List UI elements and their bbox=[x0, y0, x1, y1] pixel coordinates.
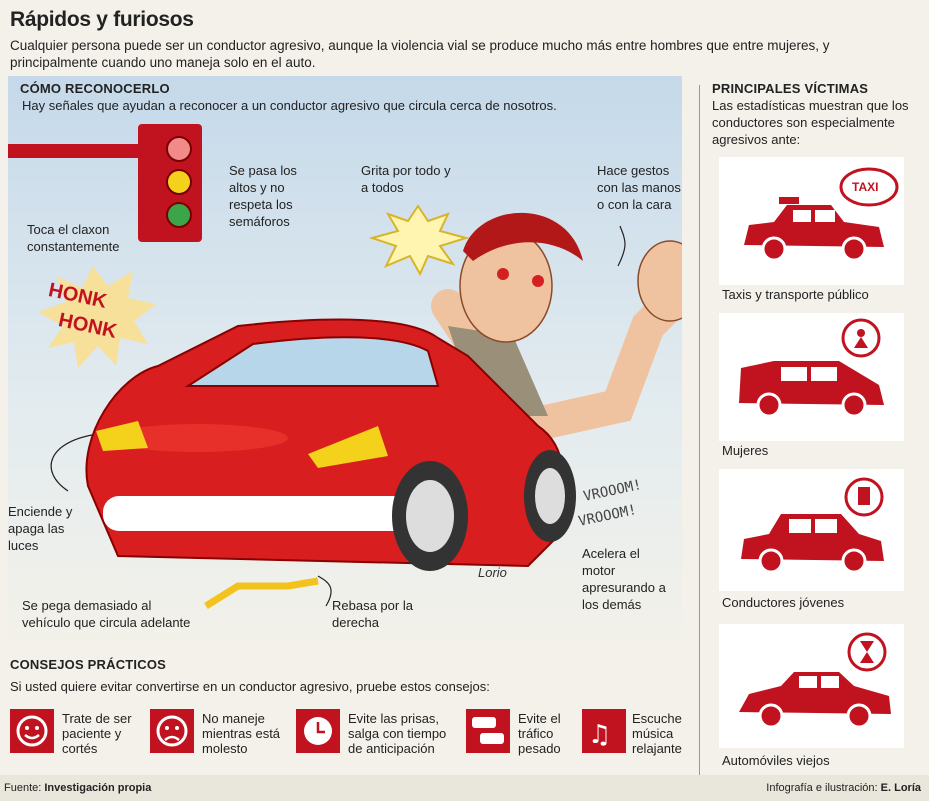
page-title: Rápidos y furiosos bbox=[10, 8, 194, 31]
footer-source: Fuente: Investigación propia bbox=[4, 782, 151, 794]
lane-arrow-shape bbox=[204, 577, 319, 609]
page-subtitle: Cualquier persona puede ser un conductor… bbox=[10, 38, 830, 70]
section-heading-recognize: CÓMO RECONOCERLO bbox=[20, 81, 170, 96]
sign-semaforos: Se pasa los altos y no respeta los semáf… bbox=[229, 163, 297, 229]
source-value: Investigación propia bbox=[44, 782, 152, 794]
tip-text: Evite el tráfico pesado bbox=[518, 711, 561, 756]
sign-acelera: Acelera el motor apresurando a los demás bbox=[582, 546, 666, 612]
column-divider bbox=[699, 85, 700, 775]
red-car bbox=[85, 318, 576, 571]
victim-label: Mujeres bbox=[722, 443, 769, 458]
honk-burst-shape bbox=[38, 266, 156, 368]
traffic-light-icon bbox=[8, 124, 202, 242]
smile-face-icon bbox=[10, 709, 54, 753]
victim-card-young bbox=[719, 469, 904, 591]
sign-rebasa: Rebasa por la derecha bbox=[332, 598, 413, 630]
tip-text: No maneje mientras está molesto bbox=[202, 711, 281, 756]
taxi-badge: TAXI bbox=[852, 180, 879, 194]
victim-card-taxi bbox=[719, 157, 904, 285]
sad-face-icon bbox=[150, 709, 194, 753]
tip-text: Evite las prisas, salga con tiempo de an… bbox=[348, 711, 447, 756]
victim-card-old bbox=[719, 624, 904, 748]
tip-text: Trate de ser paciente y cortés bbox=[62, 711, 132, 756]
tips-intro: Si usted quiere evitar convertirse en un… bbox=[10, 679, 490, 694]
sign-pega: Se pega demasiado al vehículo que circul… bbox=[22, 598, 191, 630]
footer-bar bbox=[0, 775, 929, 801]
music-notes-icon: ♫ bbox=[582, 709, 626, 753]
sign-claxon: Toca el claxon constantemente bbox=[27, 222, 120, 254]
women-car-icon bbox=[739, 318, 884, 418]
victim-label: Automóviles viejos bbox=[722, 753, 830, 768]
victim-label: Conductores jóvenes bbox=[722, 595, 845, 610]
victims-intro: Las estadísticas muestran que los conduc… bbox=[712, 98, 909, 147]
aggressive-driver-illustration bbox=[8, 76, 682, 646]
recognize-intro: Hay señales que ayudan a reconocer a un … bbox=[22, 98, 557, 113]
source-label: Fuente: bbox=[4, 782, 42, 794]
tip-text: Escuche música relajante bbox=[632, 711, 682, 756]
victim-label: Taxis y transporte público bbox=[722, 287, 869, 302]
sign-gestos: Hace gestos con las manos o con la cara bbox=[597, 163, 681, 212]
young-driver-car-icon bbox=[741, 477, 884, 574]
traffic-cars-icon bbox=[466, 709, 510, 753]
old-car-icon bbox=[739, 632, 891, 729]
artist-signature: Lorio bbox=[478, 565, 507, 580]
taxi-car-icon bbox=[744, 167, 899, 262]
credit-label: Infografía e ilustración: bbox=[766, 782, 878, 794]
svg-text:♫: ♫ bbox=[588, 720, 611, 750]
clock-icon bbox=[296, 709, 340, 753]
footer-credit: Infografía e ilustración: E. Loría bbox=[766, 782, 921, 794]
sign-grita: Grita por todo y a todos bbox=[361, 163, 451, 195]
credit-value: E. Loría bbox=[880, 782, 921, 794]
section-heading-tips: CONSEJOS PRÁCTICOS bbox=[10, 657, 167, 672]
shout-burst-shape bbox=[368, 204, 470, 277]
sign-luces: Enciende y apaga las luces bbox=[8, 504, 73, 553]
section-heading-victims: PRINCIPALES VÍCTIMAS bbox=[712, 81, 869, 96]
victim-card-women bbox=[719, 313, 904, 441]
